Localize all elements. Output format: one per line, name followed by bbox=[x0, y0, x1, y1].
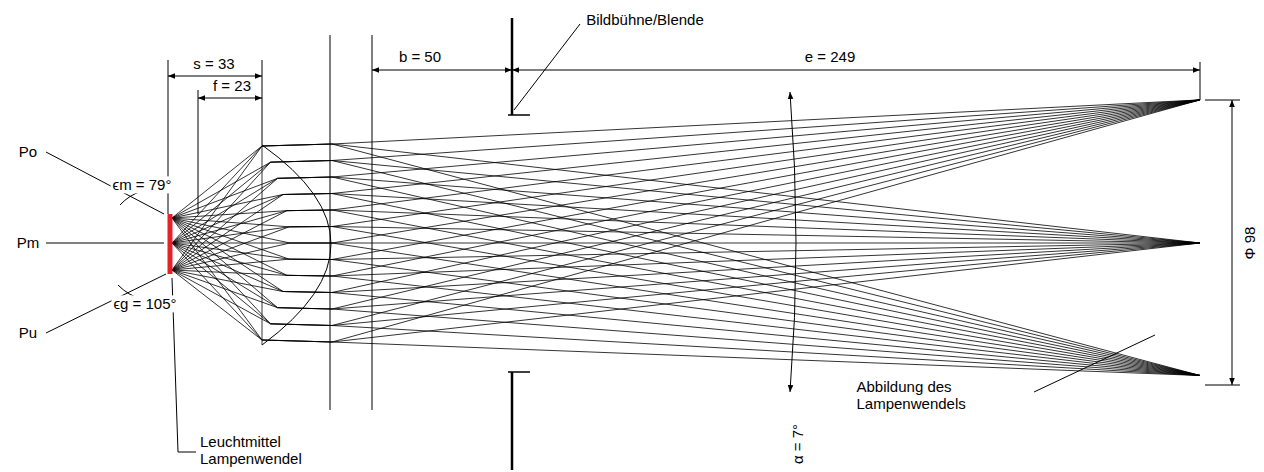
light-ray bbox=[172, 161, 1200, 244]
lens-plane bbox=[372, 35, 373, 410]
light-ray bbox=[172, 100, 1200, 293]
light-ray bbox=[172, 100, 1200, 270]
light-ray bbox=[172, 161, 1200, 376]
light-ray bbox=[172, 218, 1200, 376]
callout-label: Bildbühne/Blende bbox=[584, 11, 706, 28]
aperture-blade bbox=[511, 18, 514, 115]
leader-line bbox=[46, 243, 164, 244]
aperture-blade bbox=[508, 114, 530, 116]
dimension-line bbox=[168, 76, 262, 77]
dimension-label: f = 23 bbox=[211, 77, 253, 94]
angle-label: α = 7° bbox=[789, 422, 806, 466]
dimension-label: s = 33 bbox=[191, 55, 236, 72]
angle-label: ϵg = 105° bbox=[111, 295, 178, 312]
lens-plane bbox=[330, 35, 331, 410]
light-ray bbox=[172, 100, 1200, 270]
point-label: Pm bbox=[15, 234, 42, 251]
angle-label: ϵm = 79° bbox=[111, 176, 174, 193]
extension-line bbox=[1205, 100, 1240, 101]
dimension-line bbox=[372, 70, 512, 71]
point-label: Pu bbox=[17, 324, 39, 341]
light-ray bbox=[172, 227, 1200, 244]
lamp-filament bbox=[168, 214, 173, 274]
light-ray bbox=[172, 100, 1200, 270]
light-ray bbox=[172, 100, 1200, 270]
callout-label: Leuchtmittel Lampenwendel bbox=[198, 433, 312, 468]
extension-line bbox=[1205, 385, 1240, 386]
dimension-label: e = 249 bbox=[803, 48, 857, 65]
dimension-label: b = 50 bbox=[397, 48, 443, 65]
dimension-line bbox=[512, 70, 1200, 71]
light-ray bbox=[172, 100, 1200, 309]
dimension-label: Φ 98 bbox=[1241, 225, 1258, 262]
lens-outline bbox=[262, 145, 331, 345]
light-ray bbox=[172, 100, 1200, 270]
light-ray bbox=[172, 243, 1200, 293]
light-ray bbox=[172, 218, 1200, 376]
light-ray bbox=[172, 100, 1200, 276]
light-ray bbox=[172, 194, 1200, 376]
angle-arc bbox=[790, 92, 796, 392]
light-ray bbox=[172, 243, 1200, 260]
light-ray bbox=[172, 218, 1200, 376]
aperture-blade bbox=[511, 372, 514, 470]
ray-bundle bbox=[172, 100, 1200, 376]
light-ray bbox=[172, 100, 1200, 270]
light-ray bbox=[172, 100, 1200, 326]
light-ray bbox=[172, 194, 1200, 244]
dimension-line bbox=[1232, 100, 1233, 385]
light-ray bbox=[172, 100, 1200, 270]
extension-line bbox=[1200, 62, 1201, 100]
aperture-blade bbox=[508, 371, 530, 373]
light-ray bbox=[172, 218, 1200, 376]
point-label: Po bbox=[17, 143, 39, 160]
light-ray bbox=[172, 100, 1200, 342]
extension-line bbox=[198, 90, 199, 214]
light-ray bbox=[172, 100, 1200, 270]
light-ray bbox=[172, 218, 1200, 376]
leader-line bbox=[514, 24, 580, 110]
light-ray bbox=[172, 218, 1200, 376]
light-ray bbox=[172, 218, 1200, 376]
callout-label: Abbildung des Lampenwendels bbox=[855, 378, 1034, 413]
dimension-line bbox=[198, 98, 262, 99]
light-ray bbox=[172, 243, 1200, 326]
light-ray bbox=[172, 218, 1200, 376]
extension-line bbox=[262, 60, 263, 145]
